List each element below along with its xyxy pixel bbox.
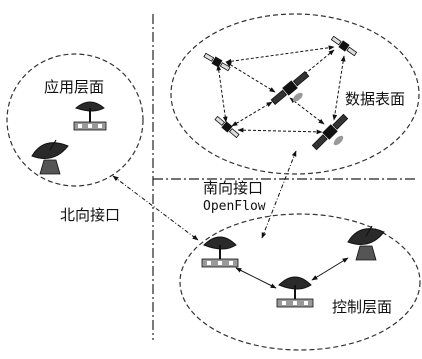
satellite-links	[216, 45, 346, 135]
satellite-icon	[214, 115, 240, 139]
ground-station-icon	[276, 276, 314, 308]
application-plane-label: 应用层面	[44, 78, 105, 96]
satellite-icon	[311, 113, 349, 151]
openflow-label: OpenFlow	[203, 199, 266, 214]
control-plane-ellipse	[179, 213, 421, 351]
control-links	[235, 257, 349, 289]
satellite-icon	[270, 70, 310, 106]
ground-station-icon	[73, 101, 107, 131]
ground-station-icon	[201, 236, 239, 268]
southbound-link	[261, 150, 297, 239]
dish-antenna-icon	[347, 225, 385, 261]
northbound-interface-label: 北向接口	[60, 206, 121, 224]
satellite-icon	[203, 52, 231, 72]
dish-antenna-icon	[31, 139, 69, 175]
northbound-link	[112, 175, 199, 241]
southbound-interface-label: 南向接口	[203, 179, 264, 197]
application-plane-ellipse	[6, 53, 144, 187]
data-plane-label: 数据表面	[345, 90, 406, 108]
satellite-icon	[330, 35, 358, 57]
control-plane-label: 控制层面	[332, 298, 393, 316]
